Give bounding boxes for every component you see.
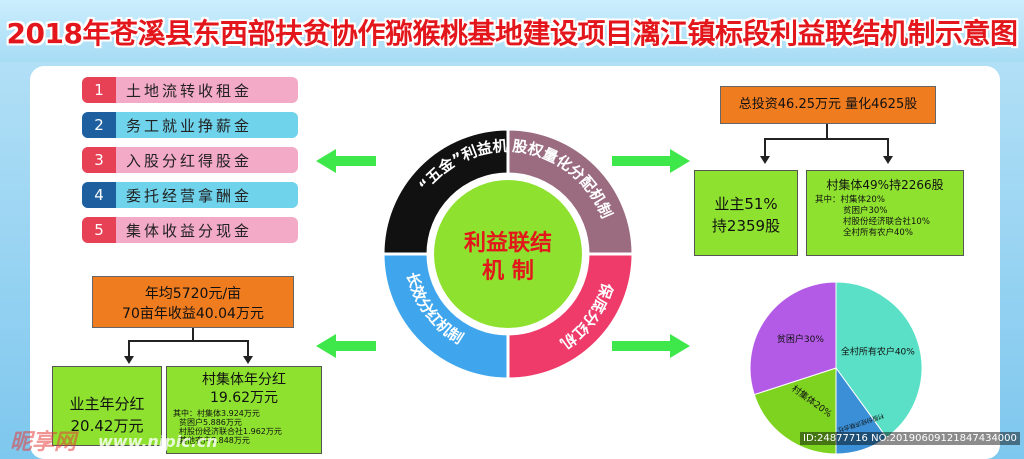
investment-header-box: 总投资46.25万元 量化4625股 xyxy=(720,86,936,124)
village-dividend-detail-3: 村股份经济联合社1.962万元 xyxy=(179,427,282,436)
benefit-number: 3 xyxy=(82,147,116,173)
tree-vline-bottom-left-village xyxy=(247,340,249,356)
benefit-item-2: 2 务工就业挣薪金 xyxy=(82,112,298,138)
village-share-detail-3: 村股份经济联合社10% xyxy=(843,217,930,227)
village-dividend-box: 村集体年分红 19.62万元 其中：村集体3.924万元 贫困户5.886万元 … xyxy=(166,366,322,454)
tree-vline-bottom-left-owner xyxy=(128,340,130,356)
tree-hline-bottom-left xyxy=(128,340,248,342)
mechanism-ring: “五金”利益机制 股权量化分配机制 保底分红机 长效分红机制 利益联结 机 制 xyxy=(382,128,634,380)
village-dividend-detail-2: 贫困户5.886万元 xyxy=(179,418,242,427)
page-title: 2018年苍溪县东西部扶贫协作猕猴桃基地建设项目漓江镇标段利益联结机制示意图 xyxy=(6,17,1018,50)
benefit-label: 入股分红得股金 xyxy=(126,151,253,170)
owner-dividend-box: 业主年分红 20.42万元 xyxy=(52,366,162,446)
core-circle xyxy=(434,180,582,328)
benefit-number: 4 xyxy=(82,182,116,208)
benefit-number: 5 xyxy=(82,217,116,243)
tree-vline-top-right-root xyxy=(826,124,828,138)
ring-segment-equity xyxy=(506,128,634,256)
benefit-item-4: 4 委托经营拿酬金 xyxy=(82,182,298,208)
benefit-number: 2 xyxy=(82,112,116,138)
owner-share-line2: 持2359股 xyxy=(711,217,781,235)
benefit-label: 集体收益分现金 xyxy=(126,221,253,240)
arrow-left-top-icon xyxy=(316,149,376,173)
ring-segment-wujin xyxy=(382,128,510,256)
benefit-item-1: 1 土地流转收租金 xyxy=(82,77,298,103)
core-title-line2: 机 制 xyxy=(482,259,534,284)
pie-slice-label-3: 贫困户30% xyxy=(777,333,824,345)
owner-dividend-line1: 业主年分红 xyxy=(69,395,145,413)
benefit-label: 土地流转收租金 xyxy=(126,81,253,100)
village-dividend-detail-1: 其中：村集体3.924万元 xyxy=(173,409,260,418)
core-title-line1: 利益联结 xyxy=(464,230,552,256)
income-header-box: 年均5720元/亩 70亩年收益40.04万元 xyxy=(92,276,294,328)
benefit-number: 1 xyxy=(82,77,116,103)
ring-segment-guarantee xyxy=(506,252,634,380)
tree-vline-top-right-owner xyxy=(764,138,766,156)
tree-vline-top-right-village xyxy=(887,138,889,156)
village-share-detail-2: 贫困户30% xyxy=(843,206,888,216)
tree-hline-top-right xyxy=(764,138,888,140)
owner-dividend-line2: 20.42万元 xyxy=(70,417,144,435)
watermark-url: www.nipic.cn xyxy=(98,432,218,451)
village-dividend-line1: 村集体年分红 xyxy=(202,372,286,388)
benefit-label: 委托经营拿酬金 xyxy=(126,186,253,205)
owner-share-box: 业主51% 持2359股 xyxy=(694,170,798,256)
benefit-item-5: 5 集体收益分现金 xyxy=(82,217,298,243)
benefit-label: 务工就业挣薪金 xyxy=(126,116,253,135)
investment-header-text: 总投资46.25万元 量化4625股 xyxy=(738,97,918,112)
pie-slice-0 xyxy=(835,281,923,439)
village-share-detail-4: 全村所有农户40% xyxy=(843,228,913,238)
pie-slice-label-0: 全村所有农户40% xyxy=(841,345,915,357)
benefit-item-3: 3 入股分红得股金 xyxy=(82,147,298,173)
village-share-box: 村集体49%持2266股 其中：村集体20% 贫困户30% 村股份经济联合社10… xyxy=(806,170,964,256)
owner-share-line1: 业主51% xyxy=(714,195,778,213)
village-dividend-detail-4: 其他农户7.848万元 xyxy=(179,436,250,445)
tree-vline-bottom-left-root xyxy=(192,328,194,340)
arrow-left-bottom-icon xyxy=(316,334,376,358)
arrow-right-top-icon xyxy=(612,149,690,173)
pie-slice-3 xyxy=(749,281,837,396)
village-dividend-line2: 19.62万元 xyxy=(209,390,279,406)
arrow-right-bottom-icon xyxy=(612,334,690,358)
share-pie-chart: 全村所有农户40%村股份经济联合社10%村集体20%贫困户30% xyxy=(749,281,923,455)
title-bar xyxy=(0,0,1024,62)
ring-segment-longterm xyxy=(382,252,510,380)
watermark-id: ID:24877716 NO:20190609121847434000 xyxy=(800,432,1020,445)
income-header-line2: 70亩年收益40.04万元 xyxy=(122,306,264,322)
watermark-logo: 昵享网 xyxy=(10,430,77,455)
pie-slice-2 xyxy=(753,367,837,455)
village-share-detail-1: 其中：村集体20% xyxy=(815,195,885,205)
village-share-title: 村集体49%持2266股 xyxy=(826,178,944,192)
income-header-line1: 年均5720元/亩 xyxy=(144,286,242,302)
